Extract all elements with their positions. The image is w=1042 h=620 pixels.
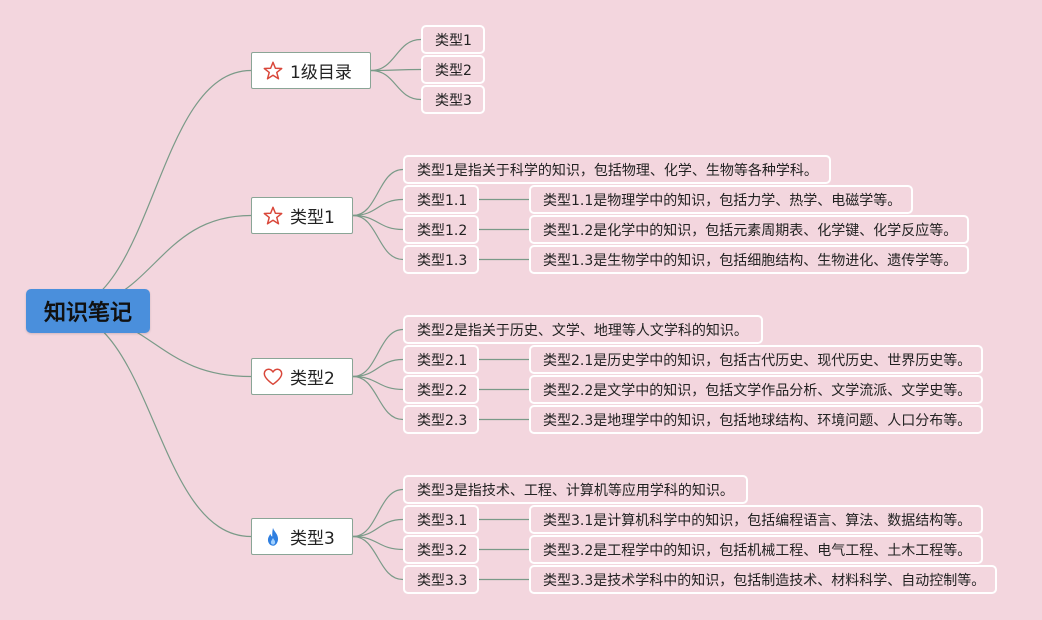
sub-type-node[interactable]: 类型2.2 [403, 375, 479, 404]
connector-line [352, 214, 404, 261]
leaf-node[interactable]: 类型2 [421, 55, 485, 84]
description-node[interactable]: 类型2.2是文学中的知识，包括文学作品分析、文学流派、文学史等。 [529, 375, 983, 404]
connector-line [352, 328, 404, 378]
branch-label: 1级目录 [290, 63, 352, 83]
sub-type-node[interactable]: 类型1.1 [403, 185, 479, 214]
branch-label: 类型2 [290, 369, 335, 389]
flame-icon [262, 526, 284, 548]
connector-line [352, 535, 404, 581]
connector-line [352, 375, 404, 421]
branch-node[interactable]: 类型1 [251, 197, 353, 234]
sub-type-node[interactable]: 类型3.3 [403, 565, 479, 594]
connector-line [352, 488, 404, 538]
connector-line [352, 358, 404, 378]
intro-node[interactable]: 类型3是指技术、工程、计算机等应用学科的知识。 [403, 475, 748, 504]
description-node[interactable]: 类型3.1是计算机科学中的知识，包括编程语言、算法、数据结构等。 [529, 505, 983, 534]
star-outline-icon [262, 205, 284, 227]
branch-label: 类型1 [290, 208, 335, 228]
description-node[interactable]: 类型3.3是技术学科中的知识，包括制造技术、材料科学、自动控制等。 [529, 565, 997, 594]
description-node[interactable]: 类型3.2是工程学中的知识，包括机械工程、电气工程、土木工程等。 [529, 535, 983, 564]
intro-node[interactable]: 类型1是指关于科学的知识，包括物理、化学、生物等各种学科。 [403, 155, 831, 184]
star-outline-icon [262, 60, 284, 82]
description-node[interactable]: 类型2.1是历史学中的知识，包括古代历史、现代历史、世界历史等。 [529, 345, 983, 374]
branch-node[interactable]: 类型2 [251, 358, 353, 395]
leaf-node[interactable]: 类型3 [421, 85, 485, 114]
leaf-node[interactable]: 类型1 [421, 25, 485, 54]
branch-node[interactable]: 1级目录 [251, 52, 371, 89]
description-node[interactable]: 类型1.2是化学中的知识，包括元素周期表、化学键、化学反应等。 [529, 215, 969, 244]
heart-outline-icon [262, 366, 284, 388]
sub-type-node[interactable]: 类型3.2 [403, 535, 479, 564]
description-node[interactable]: 类型1.1是物理学中的知识，包括力学、热学、电磁学等。 [529, 185, 913, 214]
sub-type-node[interactable]: 类型1.3 [403, 245, 479, 274]
connector-line [352, 518, 404, 538]
sub-type-node[interactable]: 类型1.2 [403, 215, 479, 244]
sub-type-node[interactable]: 类型2.3 [403, 405, 479, 434]
connector-line [57, 69, 252, 312]
connector-line [370, 38, 422, 72]
description-node[interactable]: 类型1.3是生物学中的知识，包括细胞结构、生物进化、遗传学等。 [529, 245, 969, 274]
branch-label: 类型3 [290, 529, 335, 549]
intro-node[interactable]: 类型2是指关于历史、文学、地理等人文学科的知识。 [403, 315, 763, 344]
connector-line [352, 168, 404, 217]
branch-node[interactable]: 类型3 [251, 518, 353, 555]
sub-type-node[interactable]: 类型3.1 [403, 505, 479, 534]
description-node[interactable]: 类型2.3是地理学中的知识，包括地球结构、环境问题、人口分布等。 [529, 405, 983, 434]
connector-line [370, 69, 422, 101]
connector-line [352, 198, 404, 217]
root-node[interactable]: 知识笔记 [26, 289, 150, 333]
connector-line [57, 310, 252, 538]
sub-type-node[interactable]: 类型2.1 [403, 345, 479, 374]
